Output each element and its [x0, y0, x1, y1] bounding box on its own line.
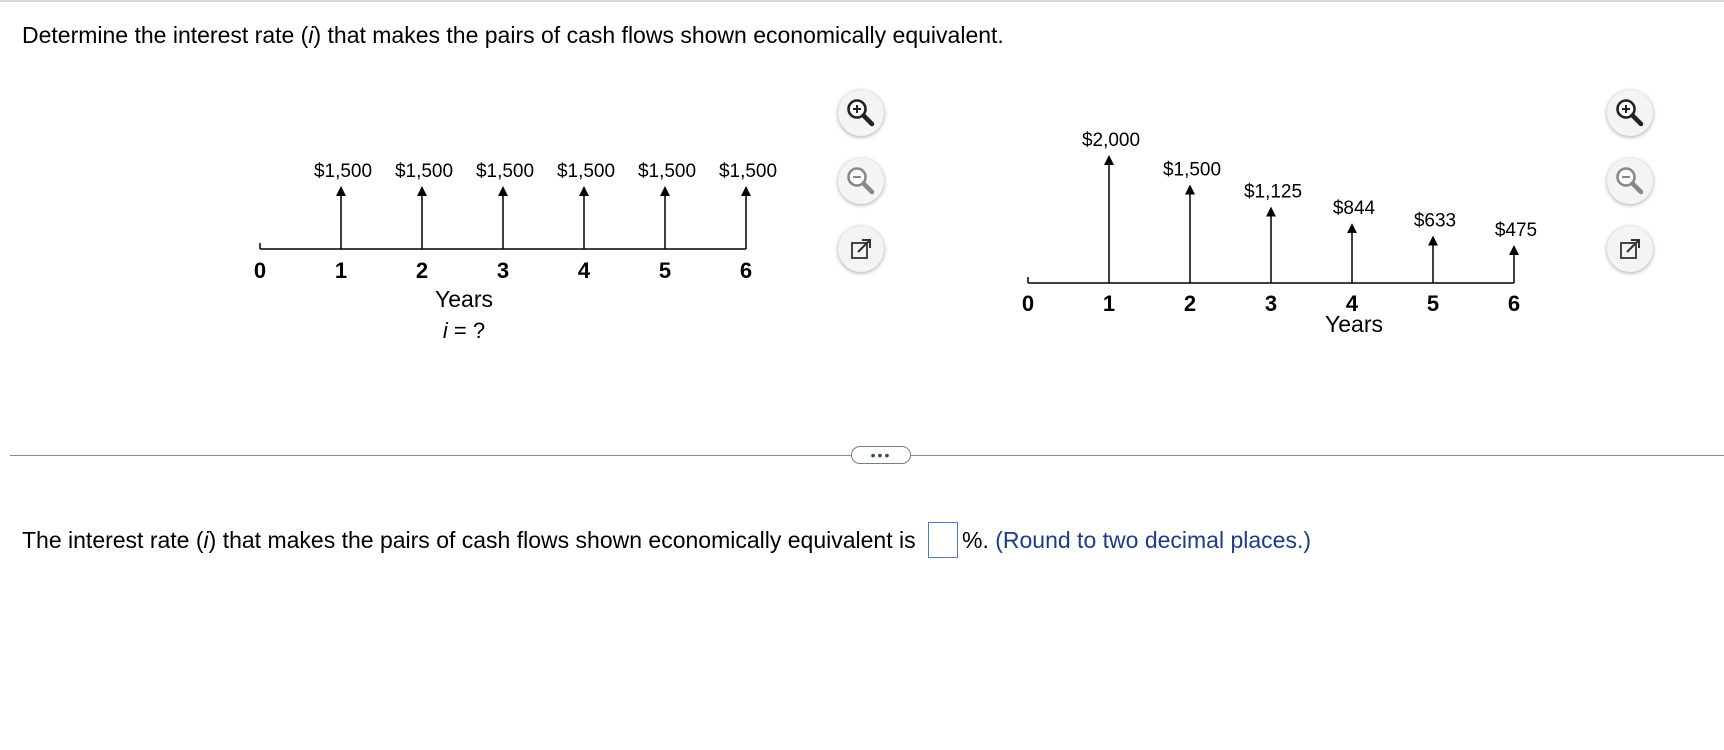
- question-text: Determine the interest rate (i) that mak…: [22, 22, 1004, 48]
- axis-label: 2: [1184, 291, 1196, 316]
- popout-icon: [1620, 239, 1640, 259]
- percent-suffix: %.: [962, 526, 989, 553]
- cash-flow-diagrams: 0 1 2 3 4 5 6 $1,500 $1,500 $1,500 $1,500 $1,500 $1,…: [254, 130, 1537, 343]
- cash-flow-label: $1,500: [638, 161, 696, 182]
- axis-label: 1: [1103, 291, 1115, 316]
- zoom-in-button-right[interactable]: [1607, 90, 1653, 136]
- answer-text-before: The interest rate (i) that makes the pai…: [22, 526, 922, 553]
- cash-flow-label: $844: [1333, 198, 1376, 219]
- axis-label: 3: [1265, 291, 1277, 316]
- zoom-out-button-left[interactable]: [838, 158, 884, 204]
- axis-label: 0: [254, 258, 266, 283]
- more-button[interactable]: •••: [851, 446, 911, 464]
- zoom-out-icon: [847, 167, 875, 195]
- interest-rate-input[interactable]: [928, 522, 958, 558]
- zoom-out-button-right[interactable]: [1607, 158, 1653, 204]
- zoom-in-icon: [847, 99, 875, 127]
- zoom-in-button-left[interactable]: [838, 90, 884, 136]
- cash-flow-label: $1,500: [719, 161, 777, 182]
- cash-flow-label: $2,000: [1082, 130, 1140, 151]
- axis-label: 6: [740, 258, 752, 283]
- cash-flow-label: $475: [1495, 220, 1537, 241]
- axis-label: 1: [335, 258, 347, 283]
- axis-label: 4: [578, 258, 591, 283]
- axis-label: 0: [1022, 291, 1034, 316]
- interest-rate-label: i = ?: [443, 318, 485, 343]
- axis-label: 2: [416, 258, 428, 283]
- cash-flow-label: $633: [1414, 211, 1456, 232]
- cash-flow-label: $1,500: [557, 161, 615, 182]
- rounding-hint: (Round to two decimal places.): [988, 526, 1311, 553]
- axis-label: 4: [1346, 291, 1359, 316]
- axis-label: 6: [1508, 291, 1520, 316]
- cash-flow-label: $1,500: [314, 161, 372, 182]
- cash-flow-label: $1,500: [1163, 160, 1221, 181]
- popout-button-left[interactable]: [838, 226, 884, 272]
- popout-icon: [851, 239, 871, 259]
- cash-flow-label: $1,125: [1244, 182, 1302, 203]
- cash-flow-diagram-left: 0 1 2 3 4 5 6 $1,500 $1,500 $1,500 $1,500 $1,500 $1,…: [254, 161, 777, 283]
- axis-label: 5: [1427, 291, 1439, 316]
- cash-flow-label: $1,500: [476, 161, 534, 182]
- years-label-left: Years: [435, 286, 493, 312]
- axis-label: 3: [497, 258, 509, 283]
- zoom-out-icon: [1616, 167, 1644, 195]
- axis-label: 5: [659, 258, 671, 283]
- popout-button-right[interactable]: [1607, 226, 1653, 272]
- years-label-right: Years: [1325, 311, 1383, 337]
- cash-flow-label: $1,500: [395, 161, 453, 182]
- top-border: [0, 0, 1724, 2]
- zoom-in-icon: [1616, 99, 1644, 127]
- cash-flow-diagram-right: 0 1 2 3 4 5 6 $2,000 $1,500 $1,125 $844 $633 $475: [1022, 130, 1537, 316]
- answer-sentence: The interest rate (i) that makes the pai…: [22, 522, 1311, 558]
